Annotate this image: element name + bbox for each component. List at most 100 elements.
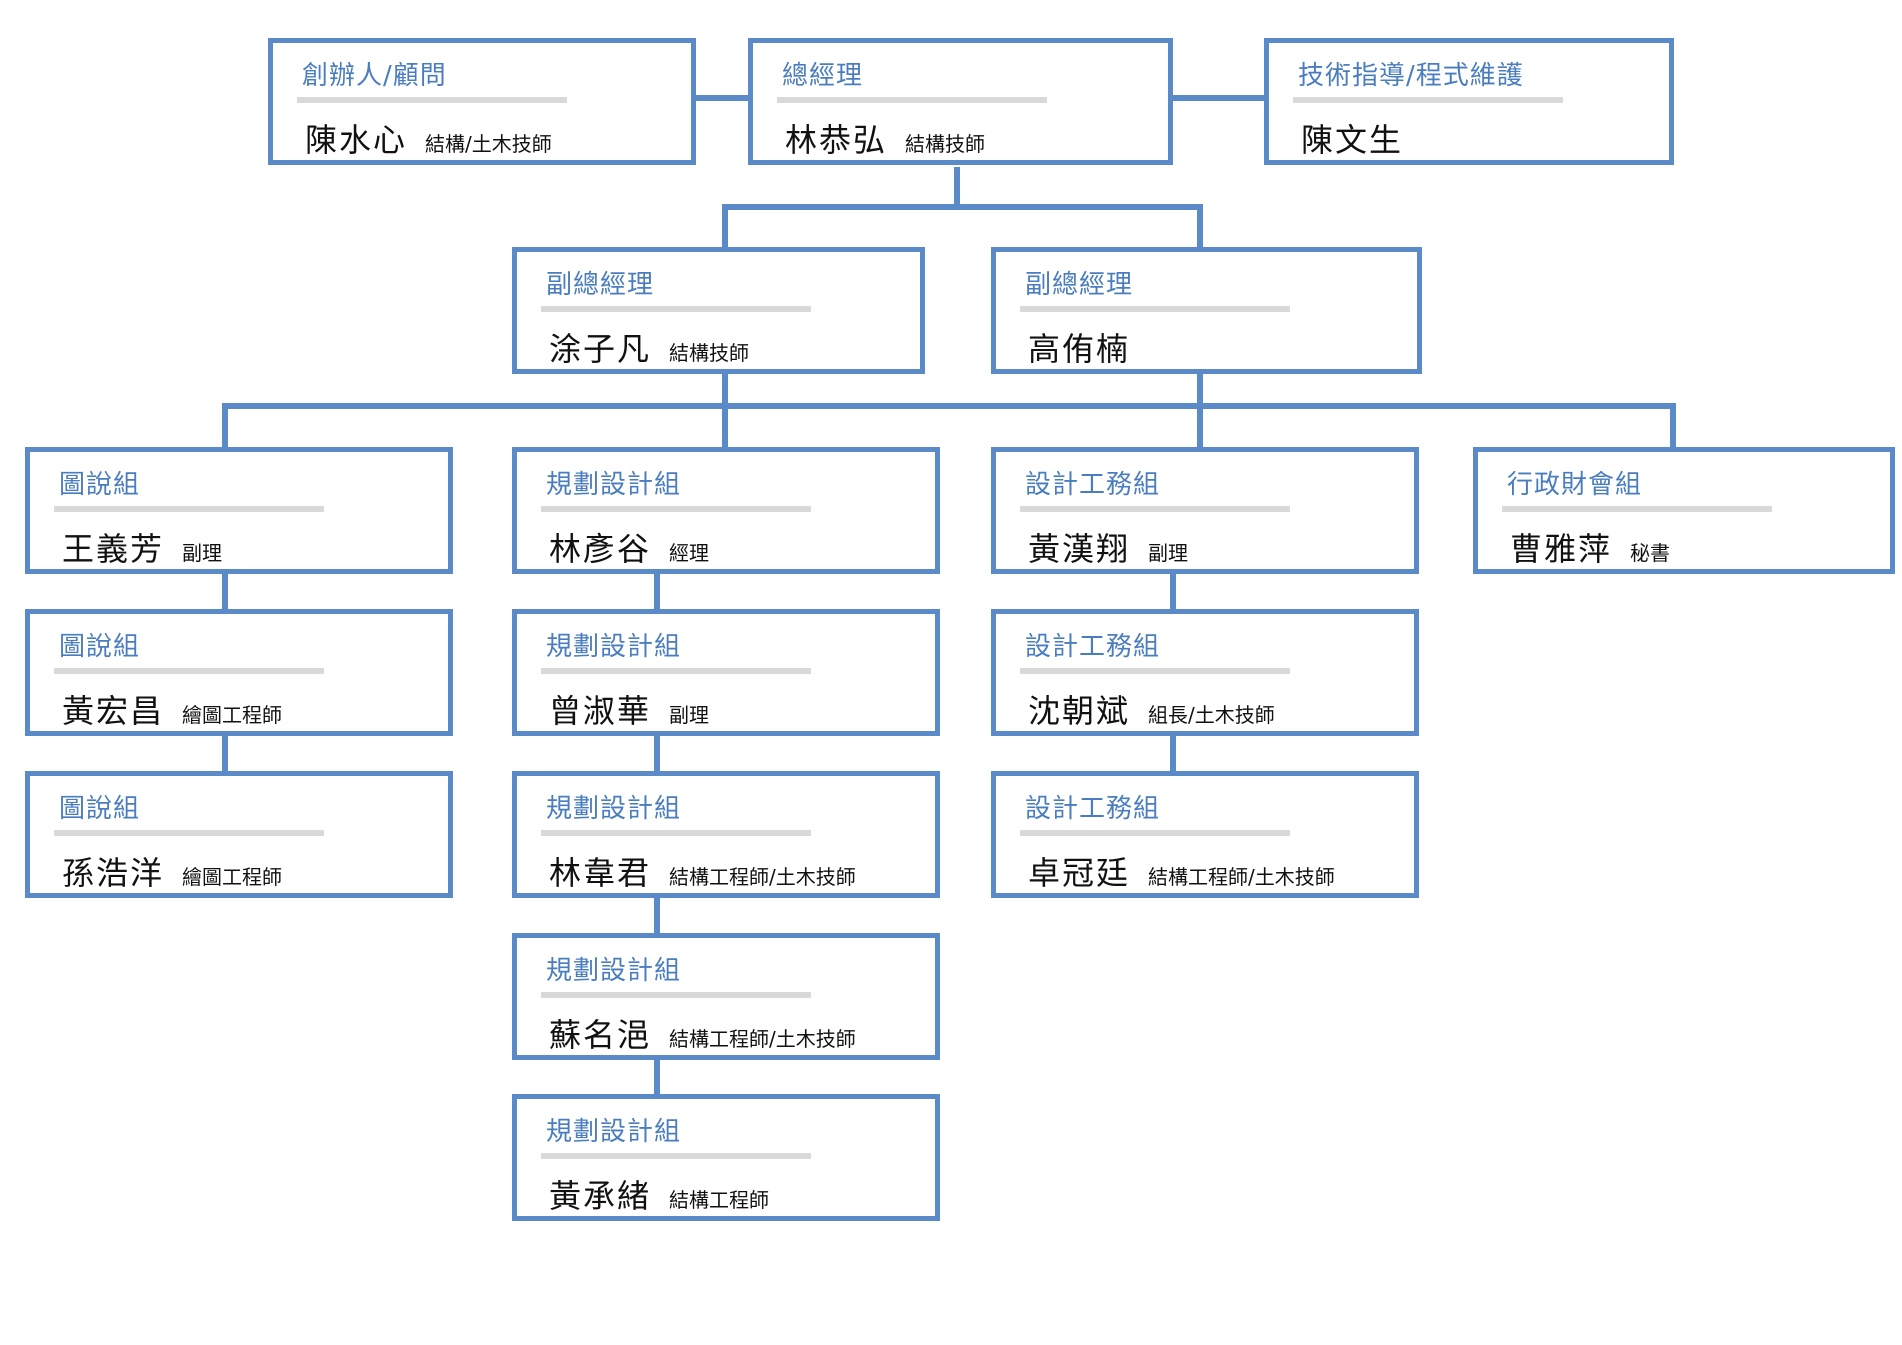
person-line: 黃漢翔副理 [1028, 524, 1188, 570]
department-label: 圖說組 [59, 470, 141, 500]
divider [1502, 506, 1772, 512]
person-name: 黃漢翔 [1028, 530, 1131, 568]
department-label: 規劃設計組 [546, 956, 682, 986]
person-title: 結構工程師/土木技師 [669, 1027, 856, 1051]
person-line: 孫浩洋繪圖工程師 [62, 848, 282, 894]
department-label: 設計工務組 [1025, 470, 1161, 500]
divider [541, 992, 811, 998]
person-name: 陳水心 [305, 121, 408, 159]
org-box-0: 創辦人/顧問 陳水心結構/土木技師 [268, 38, 696, 165]
org-box-15: 規劃設計組 蘇名浥結構工程師/土木技師 [512, 933, 940, 1060]
person-title: 結構技師 [905, 132, 986, 156]
divider [54, 668, 324, 674]
org-box-4: 副總經理 高侑楠 [991, 247, 1422, 374]
divider [1293, 97, 1563, 103]
divider [54, 830, 324, 836]
person-line: 黃宏昌繪圖工程師 [62, 686, 282, 732]
org-box-9: 圖說組 黃宏昌繪圖工程師 [25, 609, 453, 736]
person-name: 蘇名浥 [549, 1016, 652, 1054]
divider [297, 97, 567, 103]
org-box-1: 總經理 林恭弘結構技師 [748, 38, 1173, 165]
org-box-12: 圖說組 孫浩洋繪圖工程師 [25, 771, 453, 898]
org-box-6: 規劃設計組 林彥谷經理 [512, 447, 940, 574]
divider [541, 668, 811, 674]
department-label: 副總經理 [546, 270, 655, 300]
org-box-16: 規劃設計組 黃承緒結構工程師 [512, 1094, 940, 1221]
person-title: 副理 [182, 541, 223, 565]
divider [1020, 830, 1290, 836]
person-title: 結構工程師/土木技師 [669, 865, 856, 889]
department-label: 圖說組 [59, 632, 141, 662]
person-title: 副理 [1148, 541, 1189, 565]
department-label: 圖說組 [59, 794, 141, 824]
org-box-7: 設計工務組 黃漢翔副理 [991, 447, 1419, 574]
department-label: 總經理 [782, 61, 864, 91]
person-line: 林恭弘結構技師 [785, 115, 985, 161]
department-label: 規劃設計組 [546, 632, 682, 662]
divider [1020, 668, 1290, 674]
person-title: 繪圖工程師 [182, 703, 283, 727]
department-label: 技術指導/程式維護 [1298, 61, 1524, 91]
department-label: 規劃設計組 [546, 1117, 682, 1147]
person-line: 涂子凡結構技師 [549, 324, 749, 370]
divider [54, 506, 324, 512]
person-name: 曹雅萍 [1510, 530, 1613, 568]
department-label: 設計工務組 [1025, 632, 1161, 662]
department-label: 規劃設計組 [546, 794, 682, 824]
department-label: 創辦人/顧問 [302, 61, 447, 91]
org-box-14: 設計工務組 卓冠廷結構工程師/土木技師 [991, 771, 1419, 898]
person-name: 黃宏昌 [62, 692, 165, 730]
connector-department-bus [222, 403, 1676, 450]
divider [1020, 506, 1290, 512]
person-line: 王義芳副理 [62, 524, 222, 570]
org-box-10: 規劃設計組 曾淑華副理 [512, 609, 940, 736]
person-line: 曾淑華副理 [549, 686, 709, 732]
person-name: 林彥谷 [549, 530, 652, 568]
person-name: 卓冠廷 [1028, 854, 1131, 892]
person-title: 結構工程師 [669, 1188, 770, 1212]
person-name: 林恭弘 [785, 121, 888, 159]
divider [541, 306, 811, 312]
org-box-3: 副總經理 涂子凡結構技師 [512, 247, 925, 374]
person-title: 結構技師 [669, 341, 750, 365]
org-box-13: 規劃設計組 林韋君結構工程師/土木技師 [512, 771, 940, 898]
department-label: 規劃設計組 [546, 470, 682, 500]
person-line: 蘇名浥結構工程師/土木技師 [549, 1010, 856, 1056]
department-label: 副總經理 [1025, 270, 1134, 300]
org-box-8: 行政財會組 曹雅萍秘書 [1473, 447, 1895, 574]
person-name: 林韋君 [549, 854, 652, 892]
department-label: 設計工務組 [1025, 794, 1161, 824]
person-name: 沈朝斌 [1028, 692, 1131, 730]
person-line: 林韋君結構工程師/土木技師 [549, 848, 856, 894]
person-name: 王義芳 [62, 530, 165, 568]
person-name: 黃承緒 [549, 1177, 652, 1215]
person-line: 陳水心結構/土木技師 [305, 115, 552, 161]
department-label: 行政財會組 [1507, 470, 1643, 500]
divider [1020, 306, 1290, 312]
person-title: 結構/土木技師 [425, 132, 552, 156]
person-name: 曾淑華 [549, 692, 652, 730]
connector-gm-deputies [722, 167, 960, 250]
person-line: 林彥谷經理 [549, 524, 709, 570]
org-box-2: 技術指導/程式維護 陳文生 [1264, 38, 1674, 165]
person-title: 副理 [669, 703, 710, 727]
person-name: 高侑楠 [1028, 330, 1131, 368]
person-line: 陳文生 [1301, 115, 1421, 161]
person-title: 組長/土木技師 [1148, 703, 1275, 727]
person-line: 沈朝斌組長/土木技師 [1028, 686, 1275, 732]
person-title: 秘書 [1630, 541, 1671, 565]
person-line: 卓冠廷結構工程師/土木技師 [1028, 848, 1335, 894]
person-title: 結構工程師/土木技師 [1148, 865, 1335, 889]
person-line: 黃承緒結構工程師 [549, 1171, 769, 1217]
org-box-5: 圖說組 王義芳副理 [25, 447, 453, 574]
divider [541, 1153, 811, 1159]
person-name: 涂子凡 [549, 330, 652, 368]
divider [777, 97, 1047, 103]
person-title: 經理 [669, 541, 710, 565]
connector-gm-deputy2 [954, 204, 1203, 250]
person-line: 曹雅萍秘書 [1510, 524, 1670, 570]
person-title: 繪圖工程師 [182, 865, 283, 889]
divider [541, 830, 811, 836]
